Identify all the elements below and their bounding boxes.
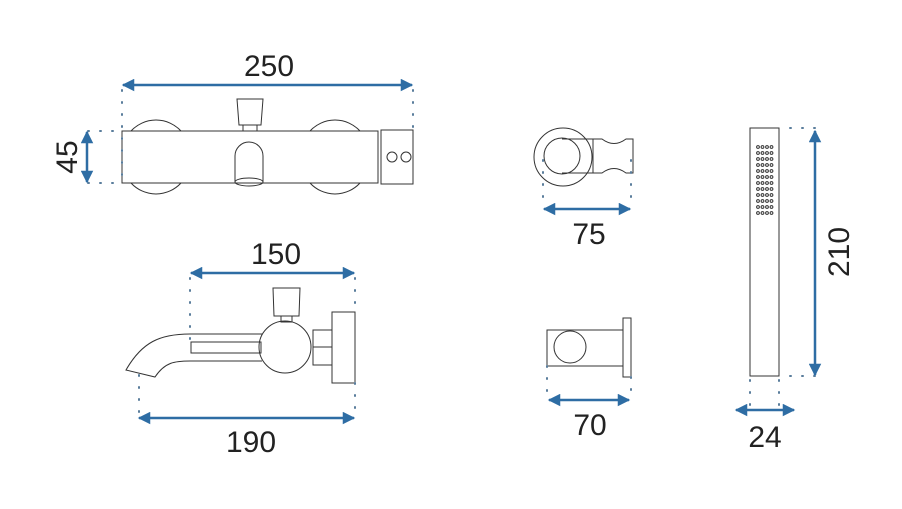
nozzle-dot <box>760 163 765 167</box>
nozzle-dot <box>756 163 760 167</box>
nozzle-dot <box>769 199 774 203</box>
label-150: 150 <box>251 238 301 271</box>
nozzle-dot <box>765 163 769 167</box>
mixer-front-view <box>87 89 414 195</box>
label-45: 45 <box>51 140 84 173</box>
nozzle-dot <box>765 175 769 179</box>
nozzle-dot <box>760 205 765 209</box>
nozzle-dot <box>765 157 769 161</box>
nozzle-dot <box>769 181 774 185</box>
label-210: 210 <box>823 227 856 277</box>
nozzle-dot <box>769 145 774 149</box>
label-250: 250 <box>244 50 294 83</box>
nozzle-dot <box>756 199 760 203</box>
nozzle-dot <box>756 193 760 197</box>
nozzle-dot <box>756 151 760 155</box>
nozzle-dot <box>765 199 769 203</box>
nozzle-dot <box>769 175 774 179</box>
label-70: 70 <box>573 409 606 442</box>
nozzle-dot <box>765 151 769 155</box>
nozzle-dot <box>769 169 774 173</box>
nozzle-dot <box>769 211 774 215</box>
nozzle-dot <box>765 145 769 149</box>
nozzle-dot <box>769 163 774 167</box>
nozzle-dot <box>756 181 760 185</box>
nozzle-dot <box>765 193 769 197</box>
nozzle-dot <box>765 187 769 191</box>
holder-side-view <box>546 317 632 398</box>
nozzle-dot <box>760 181 765 185</box>
label-190: 190 <box>226 426 276 459</box>
nozzle-dot <box>760 187 765 191</box>
nozzle-dot <box>756 169 760 173</box>
handshower-view <box>749 127 816 411</box>
mixer-side-view <box>125 277 356 416</box>
nozzle-dot <box>756 175 760 179</box>
nozzle-dot <box>760 145 765 149</box>
label-24: 24 <box>748 421 781 454</box>
nozzle-dot <box>765 181 769 185</box>
nozzle-dot <box>769 151 774 155</box>
nozzle-dot <box>756 205 760 209</box>
nozzle-dot <box>760 169 765 173</box>
nozzle-dot <box>760 199 765 203</box>
nozzle-dot <box>769 205 774 209</box>
nozzle-dot <box>760 151 765 155</box>
nozzle-dot <box>769 157 774 161</box>
nozzle-dot <box>756 211 760 215</box>
nozzle-grid <box>756 145 774 215</box>
nozzle-dot <box>769 193 774 197</box>
nozzle-dot <box>765 205 769 209</box>
nozzle-dot <box>756 157 760 161</box>
nozzle-dot <box>760 211 765 215</box>
nozzle-dot <box>760 157 765 161</box>
holder-top-view <box>533 127 634 206</box>
nozzle-dot <box>760 175 765 179</box>
label-75: 75 <box>572 218 605 251</box>
nozzle-dot <box>756 187 760 191</box>
nozzle-dot <box>756 145 760 149</box>
nozzle-dot <box>765 169 769 173</box>
nozzle-dot <box>765 211 769 215</box>
nozzle-dot <box>769 187 774 191</box>
nozzle-dot <box>760 193 765 197</box>
